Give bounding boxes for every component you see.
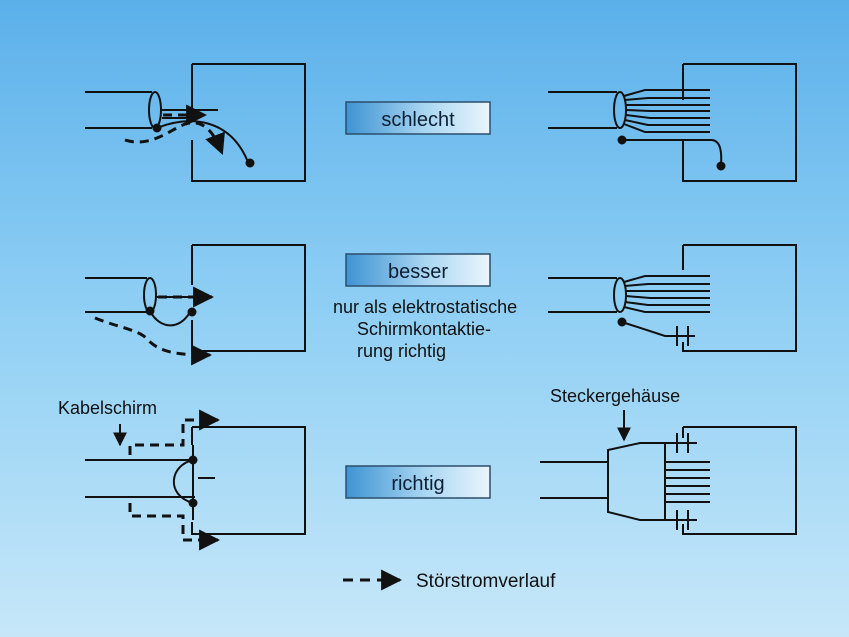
row-better-right [548, 244, 797, 352]
badge-correct-label: richtig [391, 473, 444, 495]
badge-bad-label: schlecht [381, 109, 455, 131]
cable-shield-label: Kabelschirm [58, 398, 157, 418]
better-note-line-1: nur als elektrostatische [333, 297, 517, 317]
better-note-line-2: Schirmkontaktie- [357, 319, 491, 339]
badge-better: besser [345, 253, 491, 287]
legend: Störstromverlauf [343, 569, 556, 592]
badge-better-label: besser [388, 261, 448, 283]
legend-label: Störstromverlauf [416, 571, 556, 592]
row-better-left [85, 244, 306, 366]
better-note-line-3: rung richtig [357, 341, 446, 361]
row-correct-right [540, 426, 797, 535]
badge-correct: richtig [345, 465, 491, 499]
badge-bad: schlecht [345, 101, 491, 135]
connector-housing-label: Steckergehäuse [550, 386, 680, 406]
row-bad-right [548, 63, 797, 182]
row-bad-left [85, 63, 306, 182]
row-correct-left [85, 409, 306, 551]
